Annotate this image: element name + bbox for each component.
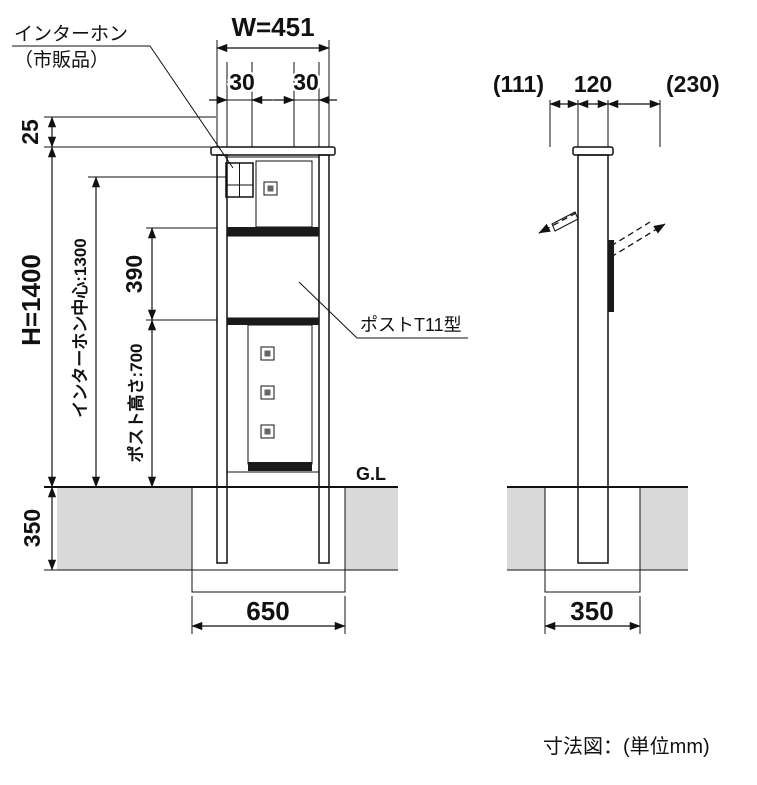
dim-footing-width-front: 650 [246, 596, 289, 626]
footing-side-hatch [544, 486, 641, 571]
ground-level-label: G.L [356, 464, 386, 484]
side-intercom-profile [551, 211, 579, 232]
call-button-inner [267, 185, 274, 192]
lower-square-2 [260, 385, 275, 400]
front-band-bottom [248, 462, 312, 471]
footing-front-hatch [191, 486, 346, 571]
front-top-cap [210, 146, 336, 156]
lower-square-3-inner [264, 428, 271, 435]
front-dimensions: W=451 30 30 25 H=1400 350 インターホン中心:1300 … [14, 10, 346, 634]
dim-right-inset: 30 [293, 69, 319, 95]
side-intercom-direction-dash [538, 212, 577, 234]
dim-left-inset: 30 [229, 69, 255, 95]
gravel-base-front [191, 569, 346, 593]
dim-post-depth: 120 [574, 71, 612, 97]
dim-top-offset: 25 [17, 119, 43, 145]
lower-square-1-inner [264, 350, 271, 357]
foundation-hatch-layer [44, 486, 688, 593]
lower-square-1 [260, 346, 275, 361]
post-door [226, 235, 320, 319]
side-post [577, 154, 609, 564]
intercom-label-line1: インターホン [14, 23, 128, 45]
gravel-base-side [544, 569, 641, 593]
ground-fill-side-right [640, 487, 688, 570]
lower-square-3 [260, 424, 275, 439]
post-model-label: ポストT11型 [360, 315, 462, 335]
dim-rear-offset: (230) [666, 71, 720, 97]
dim-front-offset: (111) [493, 71, 544, 97]
lower-square-2-inner [264, 389, 271, 396]
intercom-leader-line [149, 45, 234, 169]
post-model-leader-line [298, 281, 358, 339]
side-mail-direction-dash-2 [610, 221, 651, 247]
side-mail-direction-dash-1 [610, 223, 666, 258]
dim-intercom-center: インターホン中心:1300 [70, 238, 90, 417]
side-door-handle [608, 240, 614, 312]
callouts: インターホン （市販品） ポストT11型 G.L [12, 23, 468, 484]
front-band-middle [227, 318, 319, 325]
front-view [210, 146, 336, 564]
footing-front [191, 486, 346, 571]
dim-total-width: W=451 [231, 12, 314, 42]
dim-footing-width-side: 350 [570, 596, 613, 626]
front-left-post [216, 154, 228, 564]
ground-fill-front-left [57, 487, 192, 570]
dim-upper-section: 390 [121, 255, 147, 293]
ground-fill-front-right [345, 487, 398, 570]
dim-total-height: H=1400 [16, 254, 46, 346]
intercom-label-line2: （市販品） [14, 49, 109, 71]
front-right-post [318, 154, 330, 564]
ground-fill-side-left [507, 487, 545, 570]
side-top-cap [572, 146, 614, 156]
drawing-caption: 寸法図：(単位mm) [543, 735, 710, 758]
call-button [263, 181, 278, 196]
side-dimensions: (111) 120 (230) 350 [490, 69, 722, 634]
dim-post-height: ポスト高さ:700 [126, 343, 146, 462]
front-band-top [227, 227, 319, 236]
side-view [538, 146, 666, 564]
footing-side [544, 486, 641, 571]
dim-embed-depth: 350 [19, 509, 45, 547]
front-lower-panel [247, 324, 313, 465]
ground-layer [57, 486, 688, 571]
